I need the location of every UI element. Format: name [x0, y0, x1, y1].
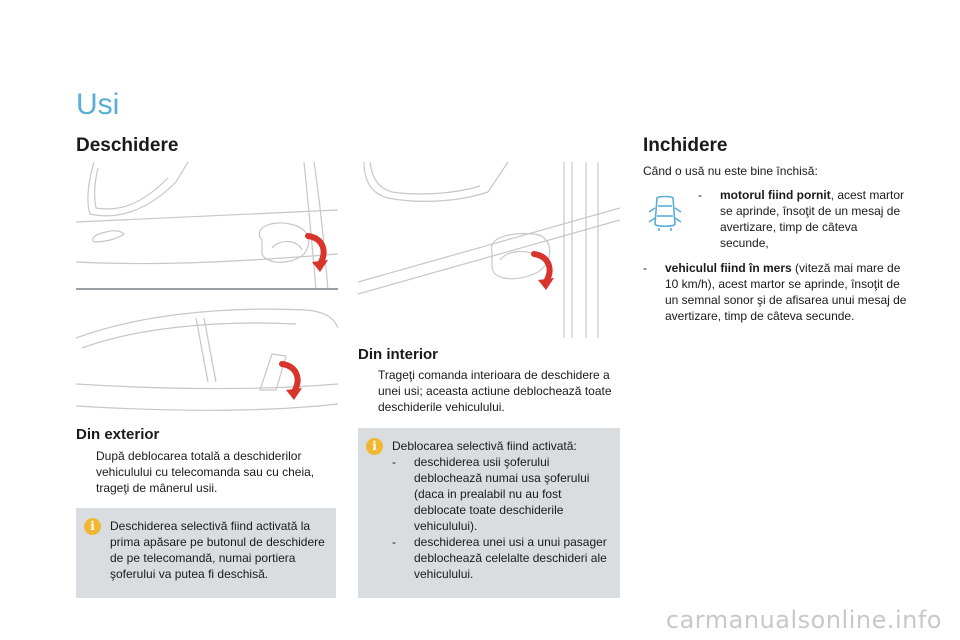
exterior-bullet-text: După deblocarea totală a deschiderilor v… [96, 449, 315, 495]
exterior-heading: Din exterior [76, 426, 160, 443]
pull-arrow-icon [279, 361, 302, 400]
interior-note-intro: Deblocarea selectivă fiind activată: [392, 439, 577, 453]
pull-arrow-icon [305, 233, 328, 272]
exterior-info-note: i Deschiderea selectivă fiind activată l… [76, 508, 336, 598]
page-title: Usi [76, 88, 120, 121]
door-outline-illustration [76, 294, 338, 416]
closing-item-rest: (viteză mai mare de 10 km/h), acest mart… [665, 261, 907, 323]
closing-item-text: vehiculul fiind în mers (viteză mai mare… [665, 260, 907, 324]
watermark: carmanualsonline.info [665, 606, 942, 634]
dash-mark: - [698, 188, 702, 202]
interior-note-item: - deschiderea usii şoferului deblochează… [392, 454, 610, 534]
interior-note-item: - deschiderea unei usi a unui pasager de… [392, 534, 610, 582]
closing-item-engine: - motorul fiind pornit, acest martor se … [698, 187, 908, 251]
info-icon: i [366, 438, 383, 455]
closing-item-driving: - vehiculul fiind în mers (viteză mai ma… [643, 260, 907, 324]
interior-bullet-text: Trageţi comanda interioara de deschidere… [378, 368, 612, 414]
door-open-warning-icon [647, 192, 683, 232]
door-outline-drawing [76, 308, 338, 411]
bullet-mark [76, 448, 88, 496]
opening-heading: Deschidere [76, 135, 179, 156]
bullet-mark [358, 367, 370, 415]
info-icon: i [84, 518, 101, 535]
closing-item-bold: motorul fiind pornit [720, 188, 831, 202]
interior-bullet: Trageţi comanda interioara de deschidere… [358, 367, 616, 415]
interior-note-item-text: deschiderea unei usi a unui pasager debl… [414, 535, 607, 581]
interior-handle-illustration [358, 162, 620, 338]
interior-info-note: i Deblocarea selectivă fiind activată: -… [358, 428, 620, 598]
dash-mark: - [392, 535, 396, 549]
interior-heading: Din interior [358, 346, 439, 363]
closing-item-text: motorul fiind pornit, acest martor se ap… [720, 187, 908, 251]
exterior-handle-drawing [76, 162, 338, 290]
dash-mark: - [643, 261, 647, 275]
closing-heading: Inchidere [643, 135, 728, 156]
closing-item-bold: vehiculul fiind în mers [665, 261, 792, 275]
interior-note-item-text: deschiderea usii şoferului deblochează n… [414, 455, 590, 533]
closing-item-rest: , acest martor se aprinde, însoţit de un… [720, 188, 905, 250]
exterior-note-text: Deschiderea selectivă fiind activată la … [110, 519, 325, 581]
exterior-bullet: După deblocarea totală a deschiderilor v… [76, 448, 334, 496]
exterior-handle-illustration [76, 162, 338, 290]
pull-arrow-icon [531, 251, 554, 290]
closing-intro: Când o usă nu este bine închisă: [643, 164, 818, 178]
warning-lamp-drawing [648, 195, 682, 231]
dash-mark: - [392, 455, 396, 469]
interior-handle-drawing [358, 162, 620, 338]
